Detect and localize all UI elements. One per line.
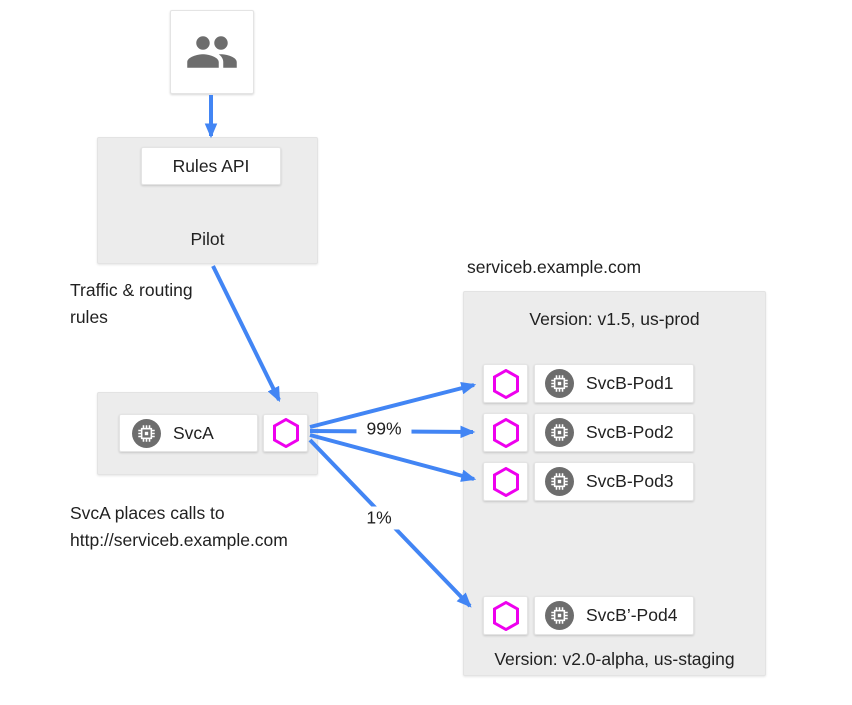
serviceb-domain-title: serviceb.example.com <box>467 257 642 277</box>
prod-version-label: Version: v1.5, us-prod <box>529 309 700 329</box>
pod1-label: SvcB-Pod1 <box>586 373 674 393</box>
staging-version-label: Version: v2.0-alpha, us-staging <box>494 649 735 669</box>
pod2-box: SvcB-Pod2 <box>534 413 694 452</box>
envoy-proxy-icon <box>272 418 299 448</box>
svca-calls-annotation: SvcA places calls to http://serviceb.exa… <box>70 503 288 550</box>
rules-api-box: Rules API <box>141 147 281 185</box>
people-icon <box>187 36 237 68</box>
envoy-proxy-icon <box>492 417 519 448</box>
envoy-proxy-icon <box>492 368 519 399</box>
svca-envoy-proxy-box <box>263 414 308 452</box>
pod2-label: SvcB-Pod2 <box>586 422 674 442</box>
pod1-envoy-proxy-box <box>483 364 528 403</box>
svca-box: SvcA <box>119 414 258 452</box>
operators-node <box>170 10 254 94</box>
pilot-node: Rules API Pilot <box>97 137 318 264</box>
chip-icon <box>545 601 574 630</box>
pod2-envoy-proxy-box <box>483 413 528 452</box>
pod-row-svcb-pod1: SvcB-Pod1 <box>464 364 765 403</box>
pod4-label: SvcB’-Pod4 <box>586 605 678 625</box>
pod1-box: SvcB-Pod1 <box>534 364 694 403</box>
weight-99-label: 99% <box>356 417 412 441</box>
chip-icon <box>545 418 574 447</box>
weight-1-label: 1% <box>356 506 402 530</box>
pod3-envoy-proxy-box <box>483 462 528 501</box>
pod3-label: SvcB-Pod3 <box>586 471 674 491</box>
rules-api-label: Rules API <box>172 155 250 176</box>
pod-row-svcb-pod2: SvcB-Pod2 <box>464 413 765 452</box>
arrow-pilot-to-envoy <box>211 265 281 403</box>
pilot-label: Pilot <box>190 229 225 249</box>
pod4-envoy-proxy-box <box>483 596 528 635</box>
serviceb-node: Version: v1.5, us-prod <box>463 291 766 676</box>
pod3-box: SvcB-Pod3 <box>534 462 694 501</box>
chip-icon <box>545 369 574 398</box>
svca-node: SvcA <box>97 392 318 475</box>
traffic-rules-annotation: Traffic & routing rules <box>70 280 193 327</box>
chip-icon <box>132 418 161 448</box>
pod4-box: SvcB’-Pod4 <box>534 596 694 635</box>
envoy-proxy-icon <box>492 466 519 497</box>
arrow-envoy-to-pod3 <box>309 433 477 482</box>
pod-row-svcb-pod3: SvcB-Pod3 <box>464 462 765 501</box>
svca-label: SvcA <box>173 422 214 443</box>
chip-icon <box>545 467 574 496</box>
pod-row-svcb-pod4: SvcB’-Pod4 <box>464 596 765 635</box>
envoy-proxy-icon <box>492 600 519 631</box>
